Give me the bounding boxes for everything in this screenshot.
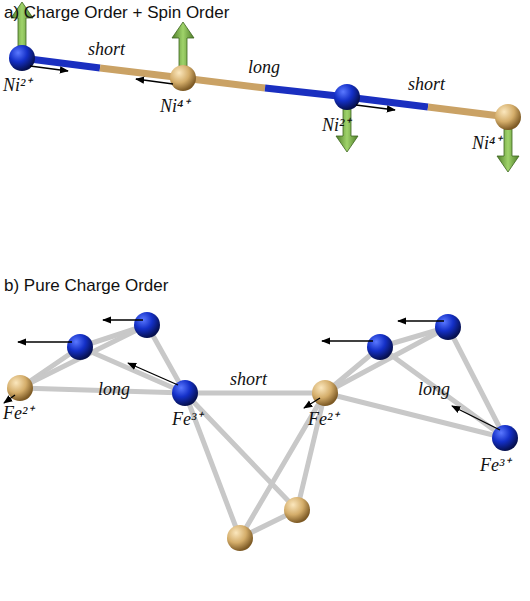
fe-atoms — [7, 312, 518, 551]
ion-label: Fe²⁺ — [308, 410, 338, 430]
bond-label: short — [408, 75, 445, 95]
panel-title: a) Charge Order + Spin Order — [4, 4, 229, 23]
displacement-arrows — [4, 320, 500, 430]
panel-title: b) Pure Charge Order — [4, 277, 168, 296]
fe-bonds — [20, 325, 505, 538]
ion-label: Fe³⁺ — [480, 456, 510, 476]
bond-label: long — [248, 58, 280, 78]
spin-arrows — [11, 2, 519, 172]
ion-label: Fe³⁺ — [172, 410, 202, 430]
ion-label: Ni²⁺ — [3, 76, 31, 96]
bond-label: long — [418, 380, 450, 400]
displacement-arrows — [30, 66, 395, 110]
bond-label: short — [88, 40, 125, 60]
bond-label: short — [230, 370, 267, 390]
ni-atoms — [9, 45, 521, 130]
ion-label: Ni⁴⁺ — [160, 97, 189, 117]
ion-label: Fe²⁺ — [3, 404, 33, 424]
bond-label: long — [98, 380, 130, 400]
ion-label: Ni⁴⁺ — [472, 134, 501, 154]
ion-label: Ni²⁺ — [322, 116, 350, 136]
ni-chain — [22, 58, 508, 117]
